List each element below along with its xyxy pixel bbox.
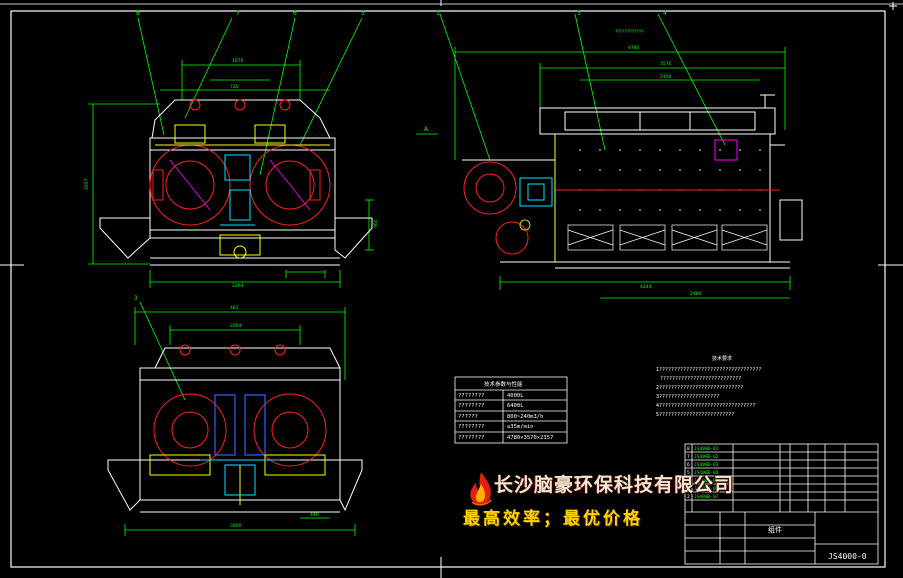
spec-value-3: 800~240m3/h xyxy=(507,414,543,420)
title-block: JS4000-01 JS4000-02 JS4000-03 JS4000-04 … xyxy=(684,443,879,565)
part-title: 组件 xyxy=(768,525,782,534)
callout-8: 8 xyxy=(136,10,140,17)
svg-text:7: 7 xyxy=(687,454,690,460)
svg-text:1676: 1676 xyxy=(232,58,244,64)
svg-text:5: 5 xyxy=(687,470,690,476)
svg-text:2264: 2264 xyxy=(232,283,244,289)
spec-value-4: ≤35m/min xyxy=(507,424,534,430)
svg-text:960: 960 xyxy=(373,219,379,228)
callout-3: 3 xyxy=(577,10,581,17)
svg-text:4?????????????????????????????: 4???????????????????????????????? xyxy=(656,403,755,409)
svg-text:JS4000-07: JS4000-07 xyxy=(694,494,719,500)
svg-text:3570: 3570 xyxy=(660,61,672,67)
view-marker-a: A xyxy=(424,126,429,133)
grate-panels xyxy=(567,224,768,251)
vent-holes xyxy=(579,149,761,211)
svg-text:8: 8 xyxy=(687,446,690,452)
svg-text:5?????????????????????????: 5????????????????????????? xyxy=(656,412,734,418)
spec-value-2: 6400L xyxy=(507,403,524,409)
svg-text:JS4000-04: JS4000-04 xyxy=(694,470,719,476)
callout-6: 6 xyxy=(293,10,297,17)
spec-table-title: 技术参数与性能 xyxy=(484,380,523,388)
svg-text:4780: 4780 xyxy=(628,45,640,51)
svg-text:2264: 2264 xyxy=(230,323,242,329)
bottom-view: 3 481 2264 3300 440 xyxy=(107,295,363,536)
svg-text:3557: 3557 xyxy=(84,178,90,190)
svg-text:JS4000-05: JS4000-05 xyxy=(694,478,719,484)
svg-text:JS4000-06: JS4000-06 xyxy=(694,486,719,492)
svg-text:3300: 3300 xyxy=(230,523,242,529)
spec-label-3: ?????? xyxy=(458,414,478,420)
svg-text:2100: 2100 xyxy=(660,74,672,80)
notes-heading: 技术要求 xyxy=(712,355,732,362)
flame-logo-icon xyxy=(470,472,492,506)
svg-text:481: 481 xyxy=(230,305,239,311)
side-view: 1 3 4 A ???????????? 4780 3570 2100 4244… xyxy=(416,10,803,299)
spec-label-5: ???????? xyxy=(458,435,485,441)
svg-text:????????????: ???????????? xyxy=(615,29,644,35)
spec-label-1: ???????? xyxy=(458,393,485,399)
svg-text:JS4000-03: JS4000-03 xyxy=(694,462,719,468)
svg-text:2: 2 xyxy=(687,494,690,500)
front-view: 8 7 6 5 1676 720 2264 3557 960 xyxy=(84,10,379,289)
spec-table: 技术参数与性能 ???????? 4000L ???????? 6400L ??… xyxy=(454,376,568,444)
svg-text:3????????????????????: 3???????????????????? xyxy=(656,394,719,400)
svg-text:440: 440 xyxy=(310,512,319,518)
svg-text:2480: 2480 xyxy=(690,291,702,297)
technical-notes: 技术要求 1??????????????????????????????????… xyxy=(656,355,761,418)
spec-label-2: ???????? xyxy=(458,403,485,409)
svg-text:3: 3 xyxy=(687,486,690,492)
company-name: 长沙脑豪环保科技有限公司 xyxy=(494,474,735,496)
spec-value-1: 4000L xyxy=(507,393,524,399)
callout-7: 7 xyxy=(236,10,240,17)
spec-value-5: 4780×3570×2357 xyxy=(507,435,553,441)
svg-text:1?????????????????????????????: 1?????????????????????????????????? xyxy=(656,367,761,373)
svg-text:6: 6 xyxy=(687,462,690,468)
svg-text:2????????????????????????????: 2???????????????????????????? xyxy=(656,385,743,391)
svg-text:4: 4 xyxy=(687,478,690,484)
svg-text:JS4000-01: JS4000-01 xyxy=(694,446,719,452)
callout-5: 5 xyxy=(361,10,365,17)
svg-text:JS4000-02: JS4000-02 xyxy=(694,454,719,460)
callout-1: 1 xyxy=(436,10,440,17)
svg-text:???????????????????????????: ??????????????????????????? xyxy=(660,376,741,382)
callout-3-bottom: 3 xyxy=(134,295,138,302)
spec-label-4: ???????? xyxy=(458,424,485,430)
drawing-number: JS4000-0 xyxy=(828,552,867,561)
svg-text:4244: 4244 xyxy=(640,284,652,290)
svg-text:720: 720 xyxy=(230,84,239,90)
callout-4: 4 xyxy=(663,10,667,17)
company-slogan: 最高效率；最优价格 xyxy=(463,509,643,529)
